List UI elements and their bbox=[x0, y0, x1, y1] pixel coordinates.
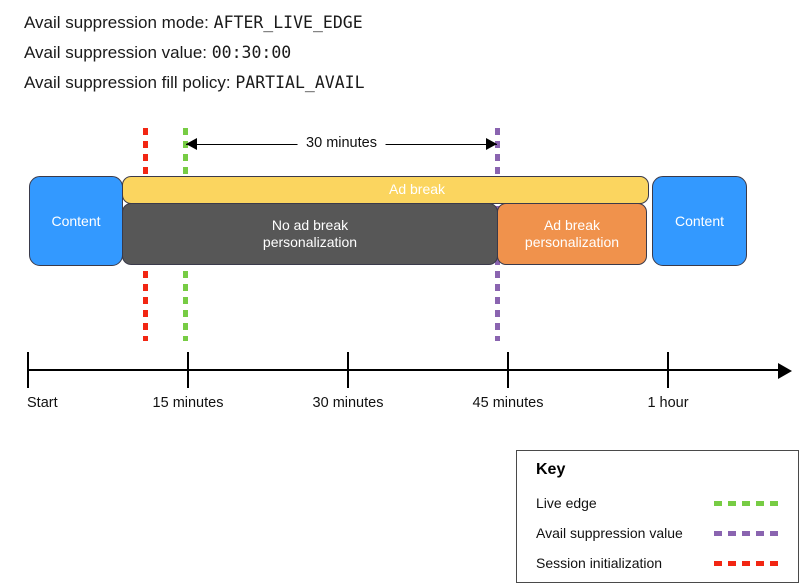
block-no-personalization-line2: personalization bbox=[262, 234, 358, 250]
axis-label-30-minutes: 30 minutes bbox=[312, 395, 384, 411]
key-title: Key bbox=[536, 461, 566, 478]
axis-tick-1-hour bbox=[667, 352, 670, 388]
key-item-session-initialization: Session initialization bbox=[536, 553, 784, 573]
block-no-ad-break-personalization: No ad break personalization bbox=[122, 203, 498, 265]
axis-label-15-minutes: 15 minutes bbox=[152, 395, 224, 411]
block-content-right: Content bbox=[652, 176, 747, 266]
axis-label-45-minutes: 45 minutes bbox=[472, 395, 544, 411]
block-no-ad-break-personalization-label: No ad break personalization bbox=[263, 217, 357, 251]
key-legend: Key Live edge Avail suppression value Se… bbox=[516, 450, 799, 583]
key-item-live-edge: Live edge bbox=[536, 493, 784, 513]
parameter-row-value: Avail suppression value: 00:30:00 bbox=[24, 38, 724, 68]
parameter-list: Avail suppression mode: AFTER_LIVE_EDGE … bbox=[24, 8, 724, 98]
block-no-personalization-line1: No ad break bbox=[271, 217, 349, 233]
axis-tick-30-minutes bbox=[347, 352, 350, 388]
key-item-session-initialization-label: Session initialization bbox=[536, 555, 663, 571]
axis-line bbox=[27, 369, 784, 372]
measure-arrow-right-icon bbox=[486, 138, 497, 150]
key-item-live-edge-swatch-icon bbox=[714, 500, 784, 506]
parameter-label-mode: Avail suppression mode: bbox=[24, 13, 209, 32]
block-personalization-line2: personalization bbox=[524, 234, 620, 250]
axis-tick-15-minutes bbox=[187, 352, 190, 388]
key-item-avail-suppression-value: Avail suppression value bbox=[536, 523, 784, 543]
parameter-row-fill-policy: Avail suppression fill policy: PARTIAL_A… bbox=[24, 68, 724, 98]
block-ad-break-label: Ad break bbox=[389, 181, 446, 197]
axis-label-start: Start bbox=[27, 395, 58, 411]
block-content-left: Content bbox=[29, 176, 123, 266]
measure-arrow-left-icon bbox=[186, 138, 197, 150]
parameter-value-mode: AFTER_LIVE_EDGE bbox=[213, 13, 363, 32]
key-item-avail-suppression-value-label: Avail suppression value bbox=[536, 525, 683, 541]
axis-label-1-hour: 1 hour bbox=[647, 395, 689, 411]
block-ad-break-personalization: Ad break personalization bbox=[497, 203, 647, 265]
block-ad-break-personalization-label: Ad break personalization bbox=[525, 217, 619, 251]
parameter-value-fill-policy: PARTIAL_AVAIL bbox=[235, 73, 365, 92]
parameter-value-value: 00:30:00 bbox=[211, 43, 292, 62]
parameter-row-mode: Avail suppression mode: AFTER_LIVE_EDGE bbox=[24, 8, 724, 38]
block-ad-break: Ad break bbox=[122, 176, 649, 204]
axis-arrow-icon bbox=[778, 362, 792, 379]
duration-measure-arrow: 30 minutes bbox=[186, 134, 497, 154]
parameter-label-value: Avail suppression value: bbox=[24, 43, 208, 62]
axis-tick-start bbox=[27, 352, 30, 388]
parameter-label-fill-policy: Avail suppression fill policy: bbox=[24, 73, 231, 92]
key-item-session-initialization-swatch-icon bbox=[714, 560, 784, 566]
key-item-avail-suppression-value-swatch-icon bbox=[714, 530, 784, 536]
block-content-left-label: Content bbox=[51, 212, 101, 229]
block-personalization-line1: Ad break bbox=[543, 217, 601, 233]
measure-label: 30 minutes bbox=[297, 134, 386, 152]
axis-tick-45-minutes bbox=[507, 352, 510, 388]
block-content-right-label: Content bbox=[674, 212, 725, 229]
key-item-live-edge-label: Live edge bbox=[536, 495, 597, 511]
